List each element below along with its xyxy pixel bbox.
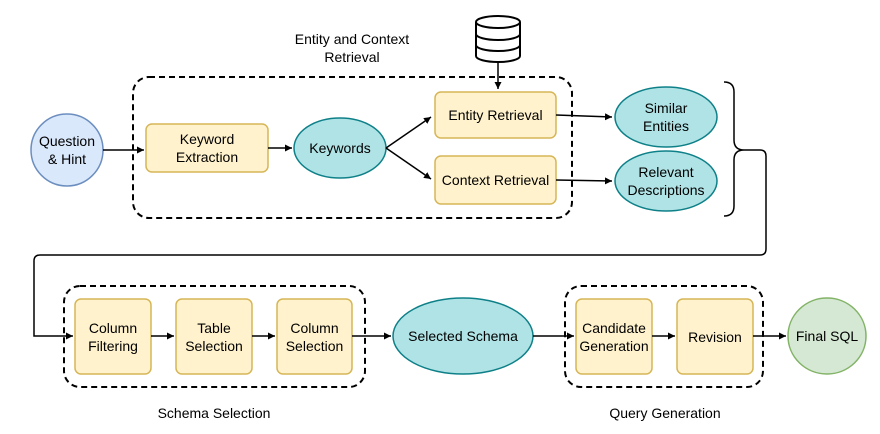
retrieval-group-label: Entity and Context Retrieval [294, 31, 410, 65]
schema-selection-group-label: Schema Selection [157, 405, 271, 421]
schema-selection-group-border [63, 285, 366, 388]
table-selection-label: Table Selection [185, 319, 243, 354]
retrieval-output-brace [723, 81, 745, 217]
keyword-extraction-label: Keyword Extraction [175, 131, 239, 165]
arrow-keywords-to-context [385, 147, 432, 180]
query-generation-group-label: Query Generation [609, 405, 721, 421]
similar-entities-label: Similar Entities [643, 100, 689, 134]
retrieval-group-border [132, 76, 573, 219]
relevant-descriptions-label: Relevant Descriptions [627, 164, 705, 198]
arrow-entity-to-similar [555, 113, 613, 121]
revision-label: Revision [688, 328, 742, 345]
keywords-label: Keywords [309, 140, 371, 156]
arrow-keywords-to-entity [385, 116, 432, 149]
entity-retrieval-label: Entity Retrieval [448, 107, 543, 123]
final-sql-node [787, 297, 867, 375]
final-sql-label: Final SQL [795, 328, 859, 344]
database-icon [475, 15, 521, 63]
column-filtering-label: Column Filtering [88, 319, 138, 354]
similar-entities-node [614, 86, 718, 148]
relevant-descriptions-node [614, 150, 718, 212]
arrow-brace-to-schema [33, 149, 767, 340]
column-selection-label: Column Selection [285, 319, 344, 354]
selected-schema-label: Selected Schema [408, 328, 518, 344]
arrow-context-to-relevant [555, 177, 613, 185]
context-retrieval-label: Context Retrieval [441, 172, 550, 188]
question-hint-label: Question & Hint [38, 133, 96, 167]
candidate-generation-label: Candidate Generation [579, 319, 649, 354]
